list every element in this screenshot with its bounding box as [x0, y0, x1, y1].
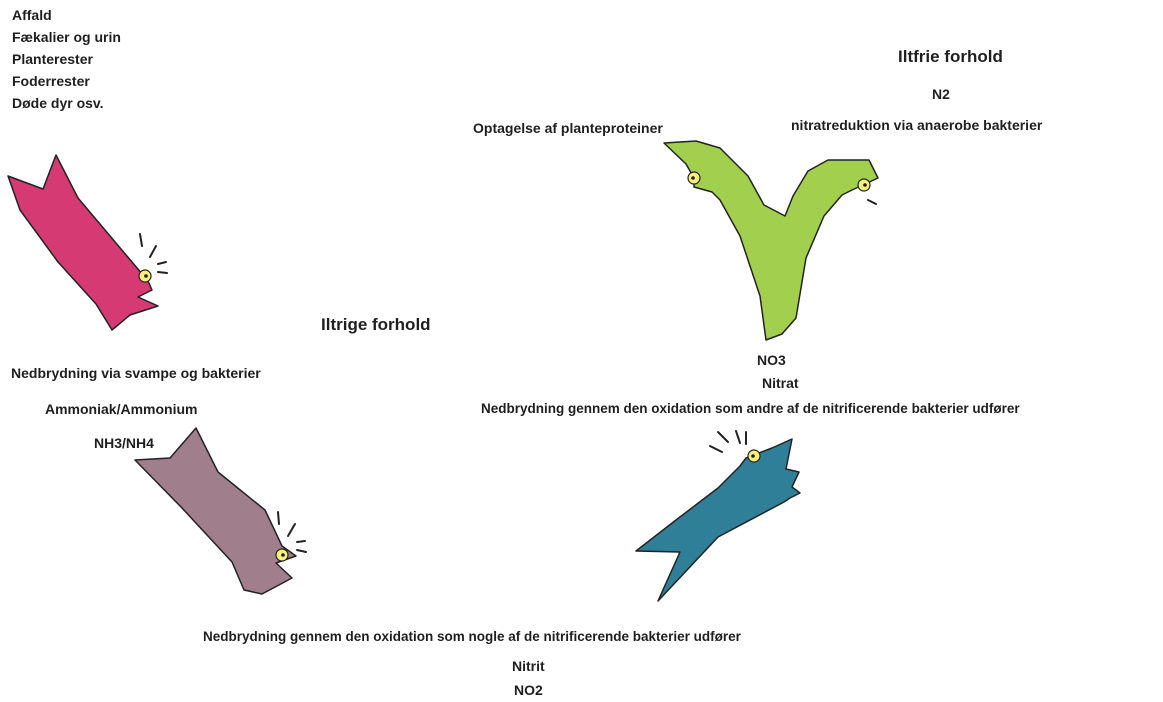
mauve-arrow [134, 427, 307, 595]
step2-process: Nedbrydning gennem den oxidation som nog… [203, 629, 741, 644]
pink-arrow [7, 154, 168, 331]
nitrite-name: Nitrit [512, 658, 545, 674]
ammonium-formula: NH3/NH4 [94, 435, 154, 451]
waste-input: Affald [12, 7, 52, 23]
oxygen-free-label: Iltfrie forhold [898, 47, 1003, 66]
green-left-eye-icon [687, 171, 701, 185]
teal-arrow-eye-icon [709, 430, 761, 463]
step3-process: Nedbrydning gennem den oxidation som and… [481, 401, 1020, 416]
nitrate-formula: NO3 [757, 352, 786, 368]
nitrate-name: Nitrat [762, 375, 799, 391]
waste-inputs-list: Affald Fækalier og urin Planterester Fod… [12, 4, 121, 114]
nitrate-reduction-label: nitratreduktion via anaerobe bakterier [791, 117, 1043, 133]
waste-input: Fækalier og urin [12, 29, 121, 45]
nitrite-formula: NO2 [514, 682, 543, 698]
n2-formula: N2 [932, 86, 950, 102]
waste-input: Planterester [12, 51, 93, 67]
green-right-eye-icon [857, 178, 877, 205]
waste-input: Døde dyr osv. [12, 95, 104, 111]
pink-arrow-eye-icon [138, 233, 168, 283]
waste-input: Foderrester [12, 73, 90, 89]
plant-uptake-label: Optagelse af planteproteiner [473, 120, 663, 136]
oxygen-rich-label: Iltrige forhold [321, 315, 431, 334]
green-y-arrow [663, 140, 879, 341]
mauve-arrow-eye-icon [275, 511, 307, 562]
teal-arrow [635, 430, 801, 602]
step1-process: Nedbrydning via svampe og bakterier [11, 365, 261, 381]
ammonium-name: Ammoniak/Ammonium [45, 401, 198, 417]
